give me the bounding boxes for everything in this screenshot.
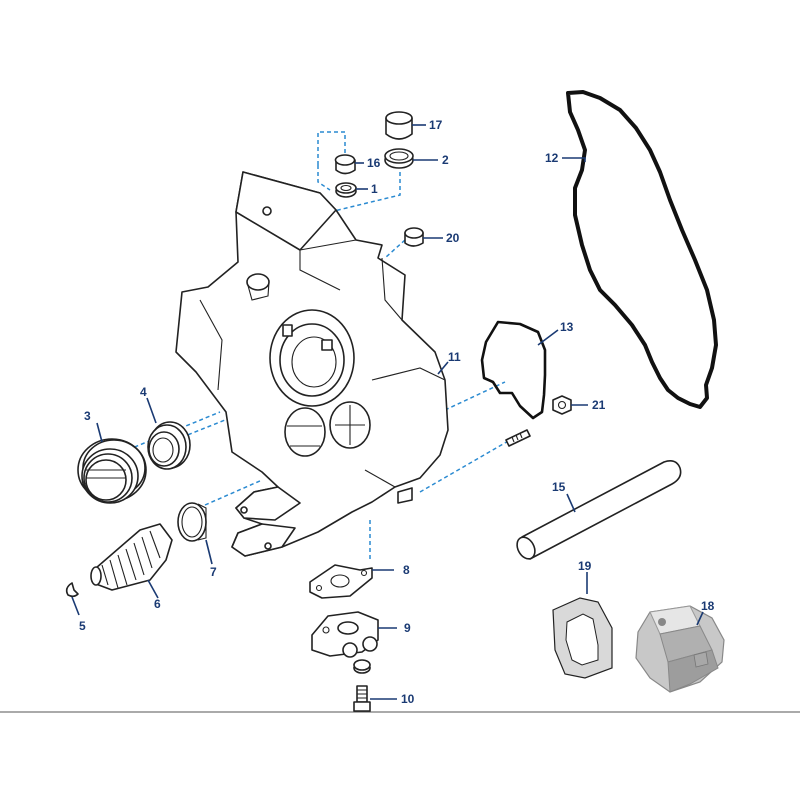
assembly-dashed-lines	[114, 131, 511, 560]
callout-20: 20	[446, 231, 460, 245]
part-4-bearing	[147, 421, 191, 470]
callout-2: 2	[442, 153, 449, 167]
part-3-bellows-flange	[77, 438, 147, 504]
part-18-anode	[635, 605, 725, 693]
part-21-nut	[552, 395, 572, 415]
callout-labels: 17 2 16 1 20 12 13 21 11 15 19 18 3 4 5 …	[79, 118, 715, 706]
callout-21: 21	[592, 398, 606, 412]
callout-9: 9	[404, 621, 411, 635]
part-11-gear-housing	[175, 171, 449, 557]
part-7-clamp-ring	[177, 502, 207, 542]
callout-8: 8	[403, 563, 410, 577]
part-1-small-seal	[335, 182, 357, 198]
part-6-bellows	[90, 523, 173, 591]
callout-16: 16	[367, 156, 381, 170]
part-12-housing-gasket	[566, 90, 718, 409]
callout-1: 1	[371, 182, 378, 196]
part-8-gasket	[309, 564, 373, 599]
callout-15: 15	[552, 480, 566, 494]
callout-leaders	[71, 124, 704, 700]
callout-17: 17	[429, 118, 443, 132]
callout-11: 11	[448, 350, 461, 364]
part-15-shaft	[516, 460, 682, 560]
callout-18: 18	[701, 599, 715, 613]
part-19-anode-gasket	[552, 597, 613, 679]
stud-bolt	[505, 429, 531, 447]
part-13-small-gasket	[480, 320, 547, 420]
part-9-water-fitting	[311, 611, 379, 658]
callout-5: 5	[79, 619, 86, 633]
part-10-bolt	[353, 685, 371, 712]
part-5-clip	[65, 582, 79, 598]
callout-3: 3	[84, 409, 91, 423]
callout-13: 13	[560, 320, 574, 334]
callout-12: 12	[545, 151, 559, 165]
callout-6: 6	[154, 597, 161, 611]
part-17-cap	[385, 111, 413, 140]
callout-4: 4	[140, 385, 147, 399]
callout-7: 7	[210, 565, 217, 579]
seal-washer	[353, 659, 371, 674]
callout-19: 19	[578, 559, 592, 573]
part-16-plug	[334, 154, 356, 175]
callout-10: 10	[401, 692, 415, 706]
part-20-bushing	[404, 227, 424, 247]
part-2-seal-ring	[384, 148, 414, 169]
